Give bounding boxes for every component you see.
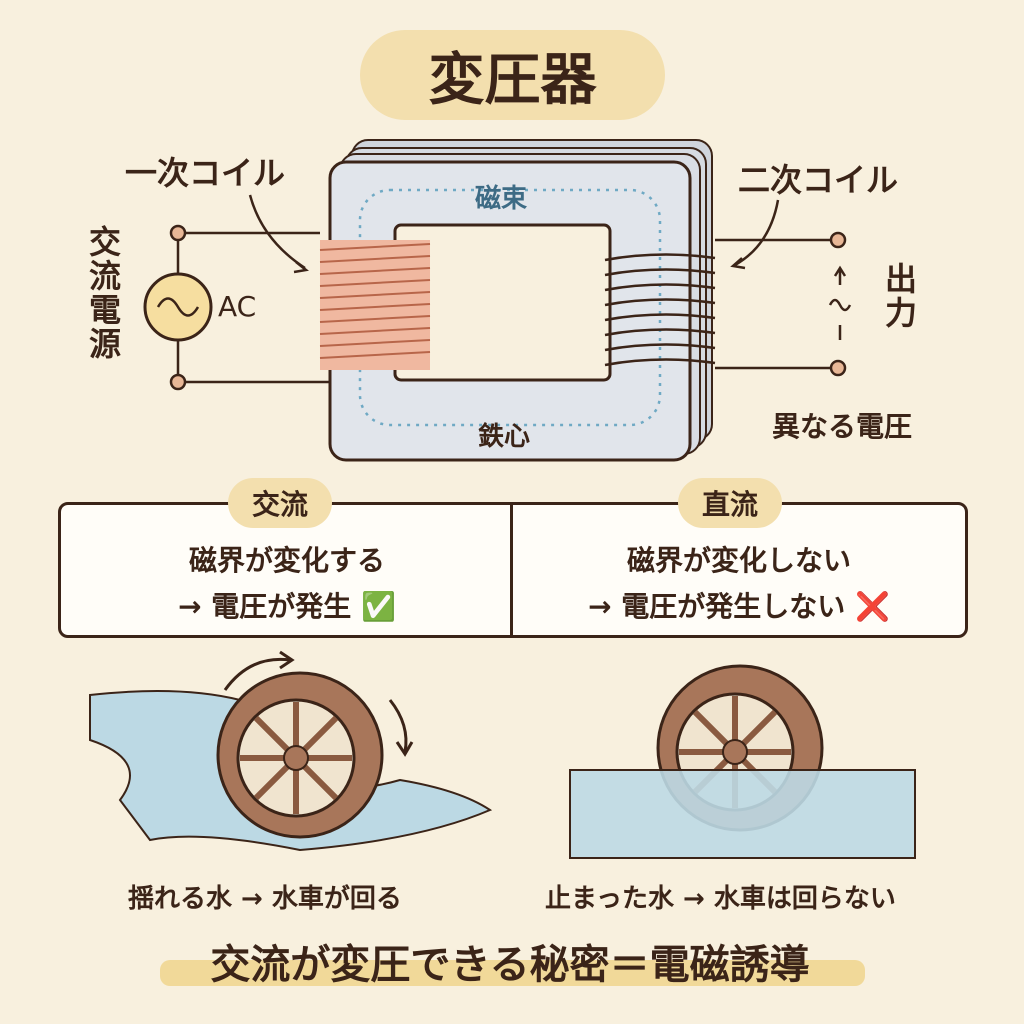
dc-comparison-box: 磁界が変化しない → 電圧が発生しない ❌	[510, 502, 968, 638]
primary-coil	[319, 240, 431, 370]
dc-line1: 磁界が変化しない	[626, 544, 851, 577]
different-voltage-label: 異なる電圧	[772, 410, 913, 443]
still-water-caption: 止まった水 → 水車は回らない	[545, 884, 896, 914]
conclusion-text: 交流が変圧できる秘密＝電磁誘導	[210, 942, 810, 988]
flux-label: 磁束	[475, 184, 528, 214]
iron-core	[328, 139, 713, 462]
secondary-coil-label: 二次コイル	[738, 161, 899, 199]
primary-coil-label: 一次コイル	[125, 154, 286, 192]
swaying-water-illustration	[89, 650, 493, 852]
still-water-illustration	[569, 664, 916, 859]
swaying-water-caption: 揺れる水 → 水車が回る	[128, 884, 402, 914]
core-label: 鉄心	[478, 422, 531, 452]
page-title: 変圧器	[360, 30, 665, 120]
cross-icon: ❌	[855, 590, 890, 623]
ac-line1: 磁界が変化する	[188, 544, 385, 577]
output-label: 出力	[880, 262, 918, 330]
secondary-coil	[604, 253, 716, 367]
dc-badge: 直流	[678, 478, 783, 528]
ac-line2: → 電圧が発生	[178, 590, 352, 623]
ac-badge: 交流	[228, 478, 333, 528]
conclusion-highlight	[160, 960, 865, 986]
ac-label: AC	[218, 290, 257, 323]
primary-circuit	[143, 194, 330, 391]
dc-line2: → 電圧が発生しない	[588, 590, 846, 623]
secondary-circuit	[715, 199, 852, 377]
check-icon: ✅	[361, 590, 396, 623]
ac-source-label: 交流電源	[84, 225, 122, 361]
